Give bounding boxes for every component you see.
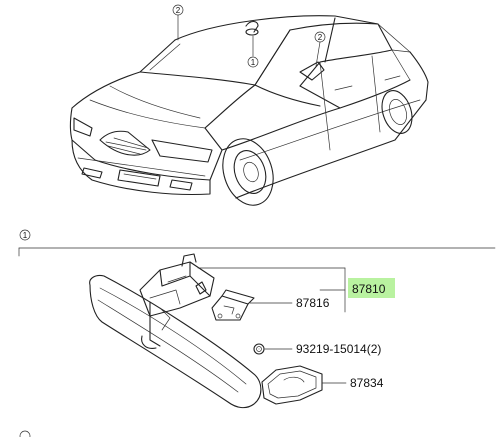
callout-2-left: 2 bbox=[176, 6, 181, 15]
callout-1-car: 1 bbox=[251, 58, 256, 67]
callout-circle-2-right bbox=[314, 31, 326, 43]
car-illustration bbox=[69, 15, 429, 206]
section-1: 1 bbox=[18, 229, 496, 257]
part-highlight bbox=[348, 278, 395, 298]
car-callouts: 2 1 2 bbox=[172, 4, 326, 68]
section-2-circle bbox=[19, 430, 31, 437]
bracket-87816 bbox=[211, 289, 255, 321]
part-label-cover: 87834 bbox=[350, 376, 384, 390]
part-label-assembly: 87810 bbox=[352, 282, 386, 296]
part-label-screw: 93219-15014(2) bbox=[296, 342, 381, 356]
cover-87834 bbox=[261, 365, 323, 405]
section-2 bbox=[19, 430, 31, 437]
leader-lines bbox=[197, 267, 347, 384]
callout-circle-2-left bbox=[172, 4, 184, 16]
callout-2-right: 2 bbox=[318, 33, 323, 42]
callout-circle-1-car bbox=[247, 56, 259, 68]
part-label-bracket: 87816 bbox=[296, 296, 330, 310]
rear-view-mirror bbox=[89, 253, 262, 409]
section-1-circle bbox=[19, 229, 31, 241]
screw-93219 bbox=[253, 343, 265, 355]
section-1-label: 1 bbox=[23, 231, 28, 240]
